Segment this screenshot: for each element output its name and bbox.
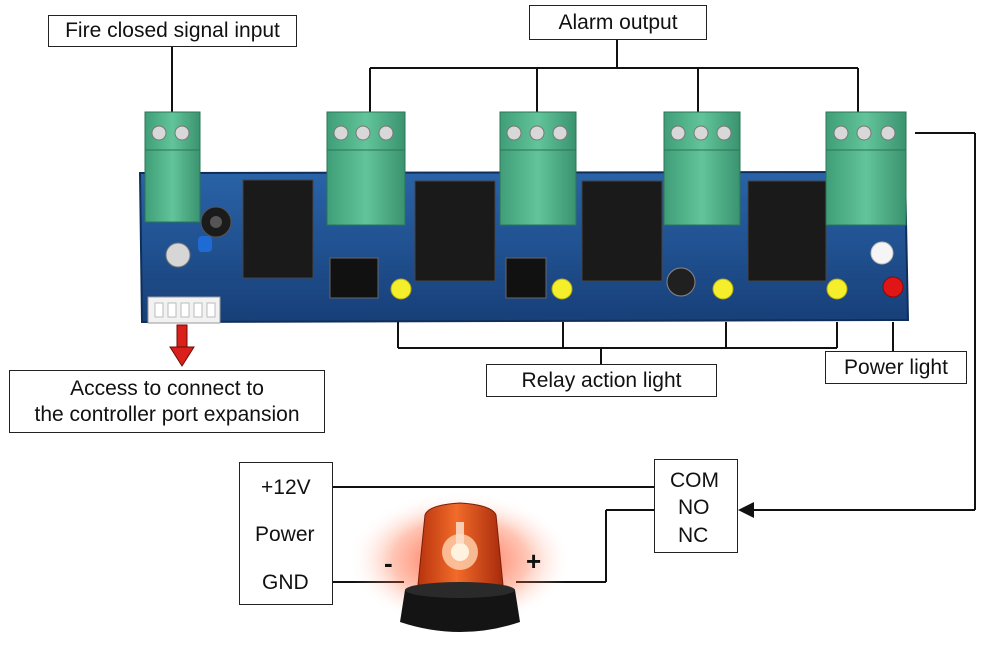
alarm-output-label: Alarm output: [529, 5, 707, 40]
wire-arrowhead: [738, 502, 754, 518]
relay-light-label: Relay action light: [486, 364, 717, 397]
power-light-label: Power light: [825, 351, 967, 384]
alarm-output-text: Alarm output: [558, 10, 678, 34]
relay-light-text: Relay action light: [521, 368, 682, 392]
fire-input-text: Fire closed signal input: [65, 19, 280, 42]
contact-nc: NC: [678, 524, 709, 547]
warning-beacon-icon: [348, 492, 572, 632]
fire-input-label: Fire closed signal input: [48, 15, 297, 47]
power-plus-12v: +12V: [261, 476, 311, 499]
beacon-minus-label: -: [384, 548, 393, 578]
access-line-2: the controller port expansion: [34, 402, 300, 426]
contact-com: COM: [670, 469, 719, 492]
terminal-alarm-2: [663, 111, 741, 226]
terminal-fire-input: [144, 111, 201, 223]
beacon-plus-label: +: [526, 546, 542, 576]
terminal-alarm-3: [499, 111, 577, 226]
terminal-alarm-1: [825, 111, 907, 226]
contact-no: NO: [678, 496, 710, 519]
power-light-text: Power light: [844, 355, 948, 379]
power-gnd: GND: [262, 571, 309, 594]
red-down-arrow-icon: [169, 324, 195, 367]
relay-contacts-box: [654, 459, 738, 553]
access-label: Access to connect to the controller port…: [9, 370, 325, 433]
terminal-alarm-4: [326, 111, 406, 226]
power-name: Power: [255, 523, 315, 546]
access-line-1: Access to connect to: [70, 376, 264, 400]
power-supply-box: [239, 462, 333, 605]
